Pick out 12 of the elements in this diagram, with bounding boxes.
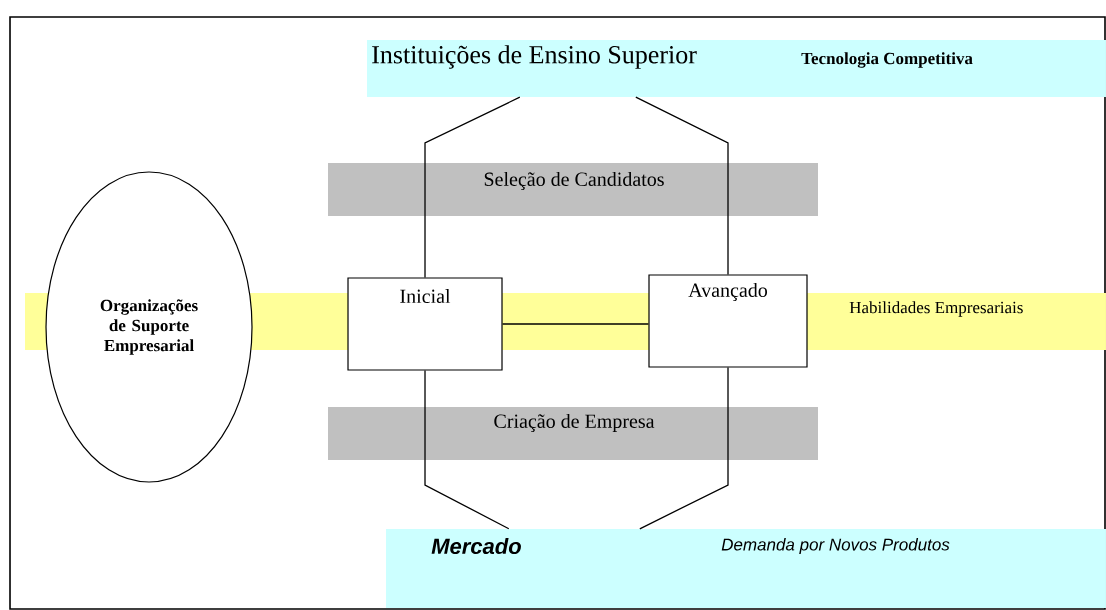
stage-box: Avançado bbox=[648, 274, 808, 368]
node-label: Seleção de Candidatos bbox=[484, 171, 664, 191]
band: Mercado Demanda por Novos Produtos bbox=[386, 529, 1106, 608]
connector-line bbox=[639, 366, 729, 530]
band: Habilidades Empresariais bbox=[809, 293, 1106, 350]
connector-line bbox=[424, 96, 521, 279]
connector-line bbox=[635, 96, 729, 276]
connector-line bbox=[424, 369, 510, 530]
node-label: Criação de Empresa bbox=[494, 413, 655, 433]
band: Instituições de Ensino Superior Tecnologia Competitiva bbox=[367, 40, 1106, 97]
stage-box: Inicial bbox=[347, 277, 503, 371]
connector-line bbox=[501, 323, 650, 325]
